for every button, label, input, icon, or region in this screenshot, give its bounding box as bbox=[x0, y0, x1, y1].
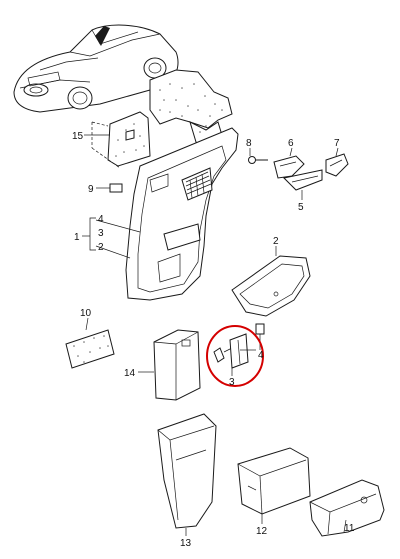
callout-8: 8 bbox=[246, 138, 252, 149]
callout-labels: 15 8 6 7 9 5 1 4 3 2 2 10 4 14 3 12 13 1… bbox=[72, 131, 355, 549]
part-2-storage-cover bbox=[231, 246, 311, 317]
part-6-bracket bbox=[273, 147, 305, 179]
part-7-clip bbox=[325, 147, 349, 177]
part-14-insulation bbox=[138, 329, 201, 401]
part-13-bin bbox=[157, 413, 217, 536]
callout-11: 11 bbox=[344, 523, 355, 534]
part-15-trim bbox=[107, 111, 151, 167]
callout-7: 7 bbox=[334, 138, 340, 149]
callout-13: 13 bbox=[180, 538, 192, 549]
part-3-fasteners bbox=[213, 333, 249, 376]
part-12-tray bbox=[237, 447, 311, 524]
callout-9: 9 bbox=[88, 184, 94, 195]
part-5-latch bbox=[282, 169, 323, 200]
callout-1: 1 bbox=[74, 232, 80, 243]
callout-12: 12 bbox=[256, 526, 268, 537]
part-11-bracket bbox=[309, 479, 385, 537]
part-9-clip bbox=[96, 183, 123, 193]
highlight-circle bbox=[206, 325, 264, 387]
callout-6: 6 bbox=[288, 138, 294, 149]
callout-2: 2 bbox=[273, 236, 279, 247]
leader-lines bbox=[82, 121, 256, 351]
part-8-screw bbox=[248, 148, 268, 164]
callout-1-4: 4 bbox=[98, 214, 104, 225]
part-10-cover bbox=[65, 317, 115, 369]
callout-15: 15 bbox=[72, 131, 84, 142]
side-trim-panel bbox=[125, 127, 239, 301]
callout-14: 14 bbox=[124, 368, 136, 379]
callout-3: 3 bbox=[229, 377, 235, 388]
callout-1-3: 3 bbox=[98, 228, 104, 239]
car-illustration bbox=[13, 24, 179, 113]
callout-10: 10 bbox=[80, 308, 92, 319]
callout-5: 5 bbox=[298, 202, 304, 213]
callout-1-2: 2 bbox=[98, 242, 104, 253]
callout-4: 4 bbox=[258, 350, 264, 361]
